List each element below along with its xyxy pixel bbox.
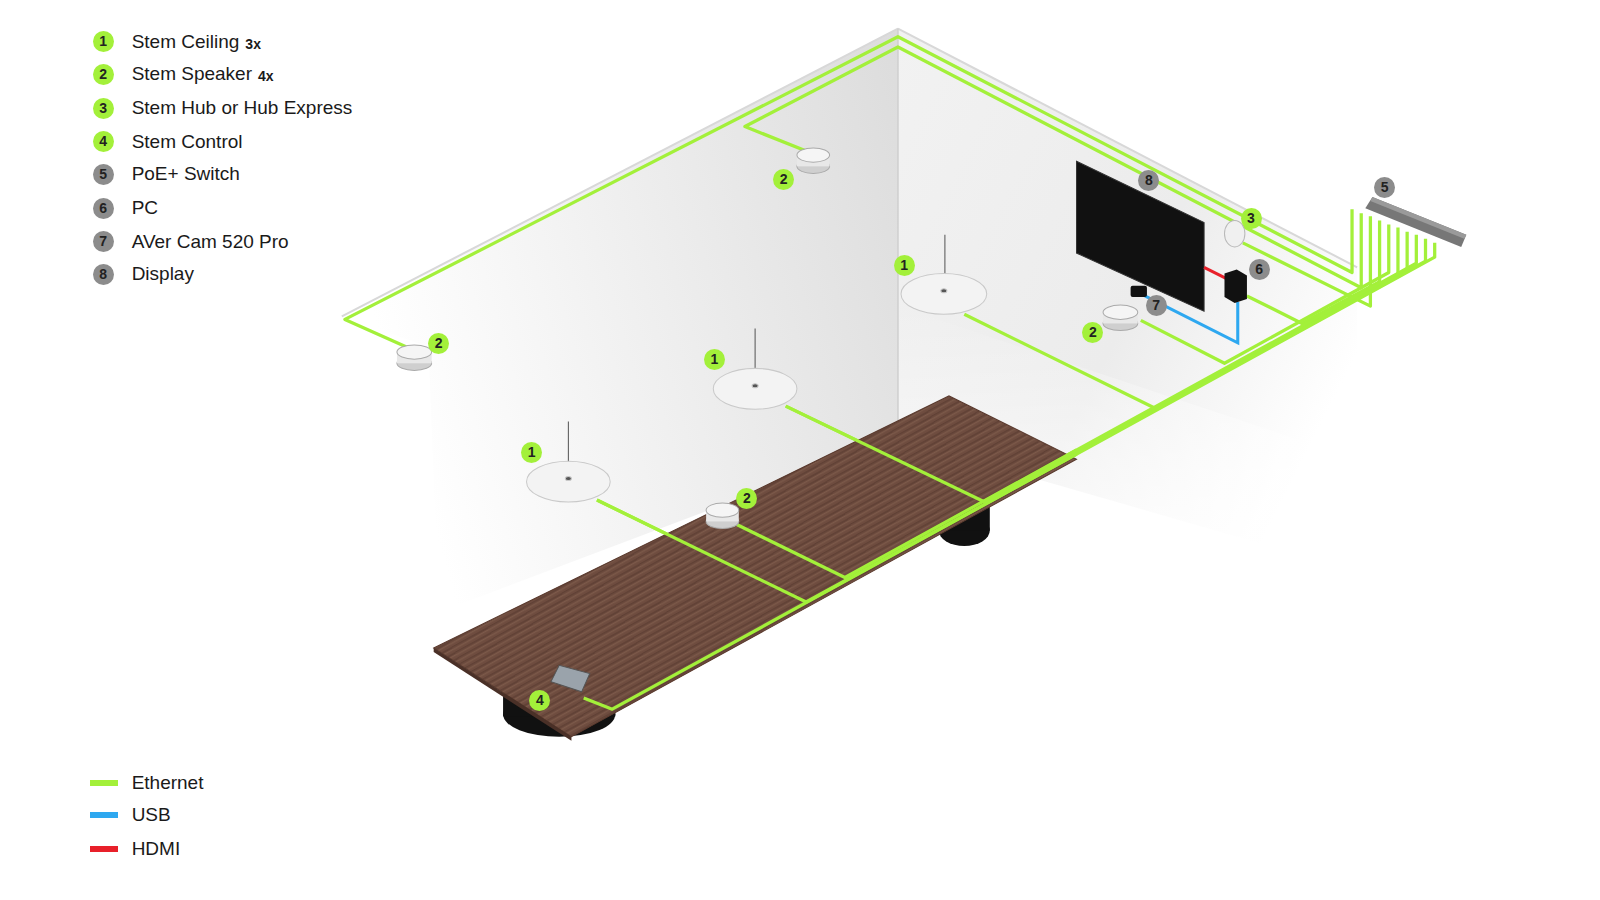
legend-swatch xyxy=(90,846,118,852)
legend-text: HDMI xyxy=(132,838,181,860)
quantity: 4x xyxy=(258,68,274,84)
part-name: Stem Hub or Hub Express xyxy=(132,97,353,119)
callout-number: 5 xyxy=(1374,177,1395,198)
legend-swatch xyxy=(90,780,118,786)
quantity: 3x xyxy=(245,36,261,52)
callout-number: 8 xyxy=(93,264,114,285)
part-name: Display xyxy=(132,263,194,285)
part-name: PC xyxy=(132,197,158,219)
callout-number: 2 xyxy=(93,64,114,85)
callout-number: 4 xyxy=(93,131,114,152)
callout-number: 6 xyxy=(93,198,114,219)
callout-number: 1 xyxy=(93,31,114,52)
part-name: Stem Ceiling xyxy=(132,31,240,53)
callout-number: 7 xyxy=(93,231,114,252)
part-name: PoE+ Switch xyxy=(132,163,240,185)
legend-text: USB xyxy=(132,804,171,826)
part-name: Stem Speaker xyxy=(132,63,252,85)
callout-number: 3 xyxy=(93,98,114,119)
callout-number: 7 xyxy=(1146,295,1167,316)
callout-number: 1 xyxy=(894,255,915,276)
callout-number: 1 xyxy=(521,442,542,463)
callout-number: 5 xyxy=(93,164,114,185)
callout-number: 1 xyxy=(704,349,725,370)
callout-number: 4 xyxy=(529,690,550,711)
callout-number: 6 xyxy=(1249,259,1270,280)
part-name: Stem Control xyxy=(132,131,243,153)
callout-number: 3 xyxy=(1241,208,1262,229)
part-name: AVer Cam 520 Pro xyxy=(132,231,289,253)
legend-swatch xyxy=(90,812,118,818)
legend-text: Ethernet xyxy=(132,772,204,794)
